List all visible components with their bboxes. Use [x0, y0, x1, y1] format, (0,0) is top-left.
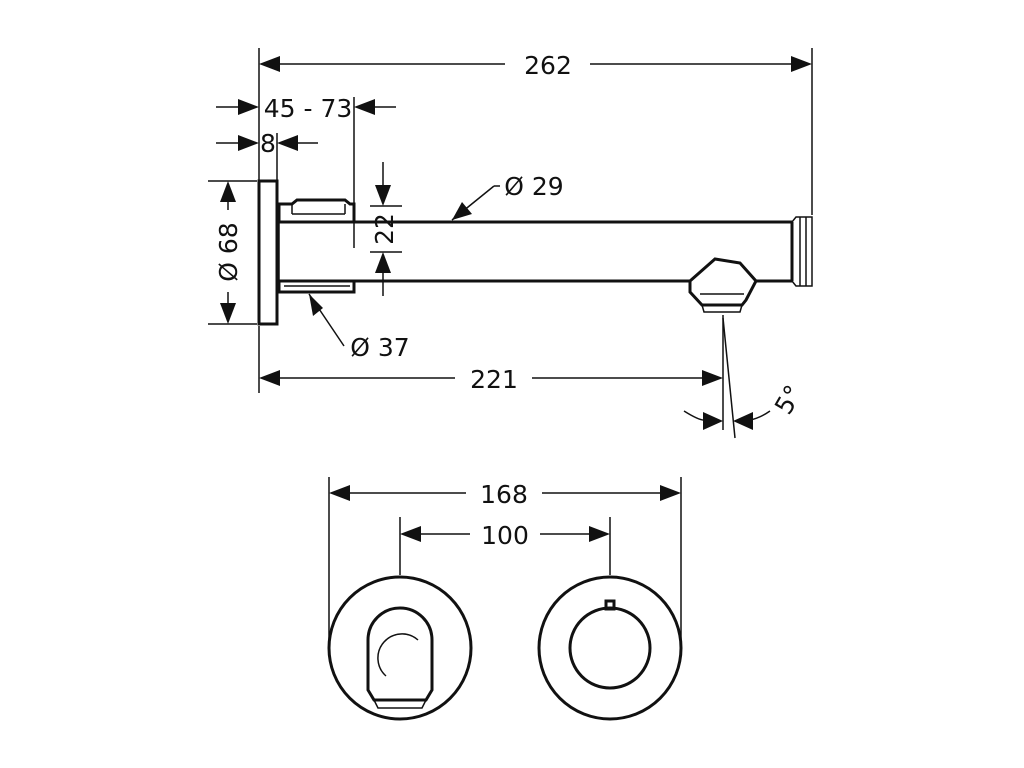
dim-rosette-thickness: 8 [216, 129, 318, 180]
mounting-base [277, 198, 356, 294]
aerator-outlet [688, 257, 758, 313]
label-wall-adjust-range: 45 - 73 [264, 94, 353, 123]
label-outlet-angle: 5° [769, 380, 808, 419]
label-overall-length: 262 [524, 51, 572, 80]
dim-plate-spacing-outer: 168 [328, 477, 682, 645]
dim-overall-length: 262 [258, 48, 813, 215]
label-plate-spacing-center: 100 [481, 521, 529, 550]
spout-body [278, 216, 813, 287]
dim-plate-spacing-center: 100 [399, 517, 611, 575]
leader-spout-diameter: Ø 29 [451, 172, 564, 221]
label-rosette-diameter: Ø 68 [214, 222, 243, 281]
dim-wall-adjust-range: 45 - 73 [216, 94, 396, 248]
label-spout-diameter: Ø 29 [504, 172, 563, 201]
spout-rosette-front [327, 575, 473, 721]
label-base-diameter: Ø 37 [350, 333, 409, 362]
label-spout-height: 22 [370, 213, 399, 245]
indicator-mark [604, 599, 616, 611]
label-rosette-thickness: 8 [260, 129, 276, 158]
side-view: 262 45 - 73 8 Ø 68 [208, 48, 813, 439]
leader-base-diameter: Ø 37 [308, 293, 410, 362]
wall-rosette [257, 179, 279, 326]
label-plate-spacing-outer: 168 [480, 480, 528, 509]
dim-spout-height: 22 [370, 162, 402, 296]
dim-projection: 221 [258, 315, 724, 430]
dim-rosette-diameter: Ø 68 [208, 180, 257, 325]
control-rosette-front [537, 575, 683, 721]
front-view: 168 100 [327, 477, 683, 721]
label-projection: 221 [470, 365, 518, 394]
